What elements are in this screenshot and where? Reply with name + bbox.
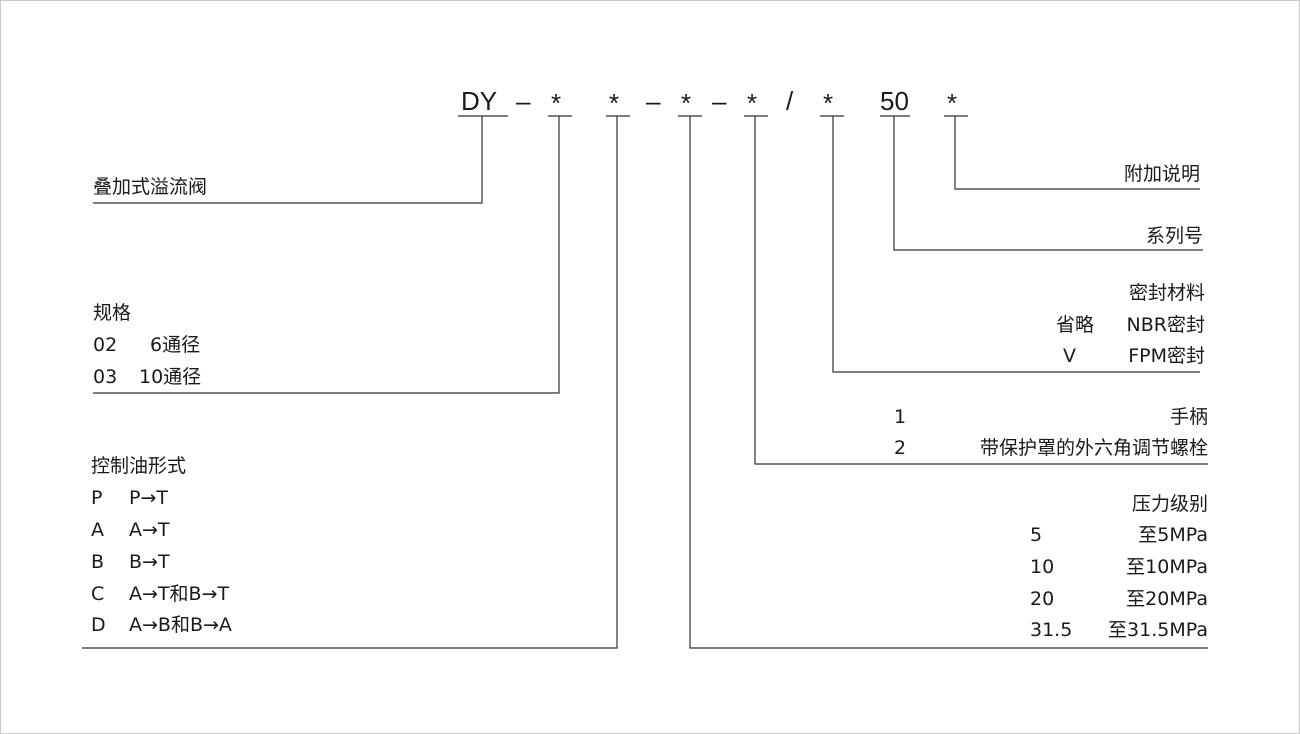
code-dash-1: – <box>516 86 531 116</box>
adjust-desc-2: 带保护罩的外六角调节螺栓 <box>979 437 1208 459</box>
leader-pressure <box>689 116 1208 649</box>
pressure-code-10: 10 <box>1030 556 1055 578</box>
leader-type <box>93 116 483 204</box>
spec-desc-03: 10通径 <box>139 366 202 388</box>
code-star-2: * <box>609 88 620 118</box>
leader-control <box>82 116 618 649</box>
pressure-desc-20: 至20MPa <box>1126 588 1208 610</box>
pressure-code-31-5: 31.5 <box>1030 619 1073 641</box>
control-code-c: C <box>91 583 105 605</box>
code-star-1: * <box>551 88 562 118</box>
pressure-desc-10: 至10MPa <box>1126 556 1208 578</box>
type-title: 叠加式溢流阀 <box>93 176 208 198</box>
control-desc-a: A→T <box>129 519 170 541</box>
extra-note-title: 附加说明 <box>1123 163 1200 185</box>
series-number-title: 系列号 <box>1145 225 1203 247</box>
pressure-desc-5: 至5MPa <box>1138 524 1208 546</box>
pressure-title: 压力级别 <box>1131 493 1208 515</box>
seal-desc-nbr: NBR密封 <box>1126 314 1205 336</box>
seal-code-omit: 省略 <box>1056 314 1095 336</box>
control-title: 控制油形式 <box>91 455 187 477</box>
control-code-p: P <box>91 487 103 509</box>
seal-desc-fpm: FPM密封 <box>1128 345 1205 367</box>
seal-title: 密封材料 <box>1128 282 1205 304</box>
seal-code-v: V <box>1063 345 1076 367</box>
leader-adjust <box>754 116 1208 465</box>
code-dy: DY <box>461 86 498 116</box>
adjust-code-1: 1 <box>894 406 907 428</box>
pressure-code-5: 5 <box>1030 524 1043 546</box>
spec-desc-02: 6通径 <box>150 334 201 356</box>
leader-extra <box>954 116 1200 190</box>
control-code-a: A <box>91 519 104 541</box>
code-dash-2: – <box>646 86 661 116</box>
code-star-6: * <box>947 88 958 118</box>
leader-seal <box>832 116 1200 373</box>
adjust-code-2: 2 <box>894 437 907 459</box>
leader-series <box>893 116 1203 251</box>
code-star-3: * <box>681 88 692 118</box>
code-dash-3: – <box>712 86 727 116</box>
code-star-5: * <box>823 88 834 118</box>
control-code-b: B <box>91 551 105 573</box>
control-code-d: D <box>91 614 106 636</box>
spec-code-02: 02 <box>93 334 118 356</box>
pressure-code-20: 20 <box>1030 588 1055 610</box>
spec-code-03: 03 <box>93 366 118 388</box>
leader-spec <box>93 116 560 394</box>
control-desc-p: P→T <box>129 487 168 509</box>
code-slash: / <box>786 86 794 116</box>
control-desc-d: A→B和B→A <box>129 614 232 636</box>
code-series-number: 50 <box>880 86 909 116</box>
adjust-desc-1: 手柄 <box>1169 406 1208 428</box>
pressure-desc-31-5: 至31.5MPa <box>1108 619 1208 641</box>
spec-title: 规格 <box>93 302 132 324</box>
code-star-4: * <box>747 88 758 118</box>
control-desc-b: B→T <box>129 551 170 573</box>
control-desc-c: A→T和B→T <box>129 583 230 605</box>
